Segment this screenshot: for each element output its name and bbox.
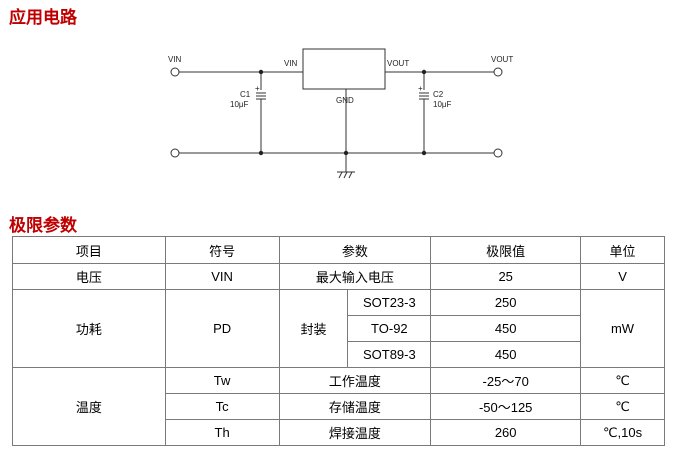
limit-cell: -50～125 <box>430 393 582 420</box>
unit-cell: ℃,10s <box>580 419 665 446</box>
limit-cell: 250 <box>430 289 582 316</box>
item-cell: 温度 <box>12 367 166 446</box>
c1-value: 10μF <box>230 100 249 109</box>
item-cell: 电压 <box>12 263 166 290</box>
parameter-cell: 最大输入电压 <box>278 263 432 290</box>
unit-cell: ℃ <box>580 367 665 394</box>
junction-dot <box>258 150 264 156</box>
table-row: SOT89-3 450 <box>13 341 665 368</box>
limit-cell: 450 <box>430 315 582 342</box>
limit-cell: -25～70 <box>430 367 582 394</box>
c2-name: C2 <box>433 90 444 99</box>
c1-name: C1 <box>240 90 251 99</box>
junction-dot <box>258 69 264 75</box>
header-limit: 极限值 <box>430 236 582 264</box>
symbol-cell: Th <box>164 419 280 446</box>
symbol-cell: PD <box>164 289 280 368</box>
table-row: Th 焊接温度 260 ℃,10s <box>13 419 665 446</box>
unit-cell: mW <box>580 289 665 368</box>
gnd-in-terminal <box>170 148 180 158</box>
unit-cell: ℃ <box>580 393 665 420</box>
header-unit: 单位 <box>580 236 665 264</box>
limits-section-title: 极限参数 <box>9 216 77 236</box>
parameter-cell: 焊接温度 <box>278 419 432 446</box>
regulator-ic <box>302 48 386 90</box>
vout-terminal <box>493 67 503 77</box>
circuit-section-title: 应用电路 <box>9 8 77 28</box>
c2-plus: + <box>418 84 423 93</box>
table-row: Tc 存储温度 -50～125 ℃ <box>13 393 665 420</box>
vout-label: VOUT <box>491 55 513 64</box>
junction-dot <box>421 69 427 75</box>
header-symbol: 符号 <box>164 236 280 264</box>
unit-cell: V <box>580 263 665 290</box>
limit-cell: 260 <box>430 419 582 446</box>
application-circuit-diagram: VIN VOUT VIN VOUT GND + + C1 10μF C2 10μ… <box>168 48 513 179</box>
parameter-cell: 封装 <box>278 289 349 368</box>
parameter-cell: 工作温度 <box>278 367 432 394</box>
table-row: 温度 Tw 工作温度 -25～70 ℃ <box>12 367 665 446</box>
package-cell: TO-92 <box>347 315 432 342</box>
limit-cell: 25 <box>430 263 582 290</box>
vin-label: VIN <box>168 55 182 64</box>
header-parameter: 参数 <box>278 236 432 264</box>
table-header-row: 项目 符号 参数 极限值 单位 <box>12 236 665 264</box>
limits-table: 项目 符号 参数 极限值 单位 电压 VIN 最大输入电压 25 V 功耗 PD… <box>12 236 665 446</box>
parameter-cell: 存储温度 <box>278 393 432 420</box>
ic-vin-pin-label: VIN <box>284 59 298 68</box>
ic-gnd-pin-label: GND <box>336 96 354 105</box>
symbol-cell: Tw <box>164 367 280 394</box>
symbol-cell: VIN <box>164 263 280 290</box>
symbol-cell: Tc <box>164 393 280 420</box>
table-row: 功耗 PD 封装 SOT23-3 250 mW <box>12 289 665 368</box>
gnd-out-terminal <box>493 148 503 158</box>
c1-plus: + <box>255 84 260 93</box>
header-item: 项目 <box>12 236 166 264</box>
item-cell: 功耗 <box>12 289 166 368</box>
package-cell: SOT23-3 <box>347 289 432 316</box>
junction-dot <box>343 150 349 156</box>
junction-dot <box>421 150 427 156</box>
vin-terminal <box>170 67 180 77</box>
c2-value: 10μF <box>433 100 452 109</box>
package-cell: SOT89-3 <box>347 341 432 368</box>
ic-vout-pin-label: VOUT <box>387 59 409 68</box>
limit-cell: 450 <box>430 341 582 368</box>
table-row: 电压 VIN 最大输入电压 25 V <box>12 263 665 290</box>
